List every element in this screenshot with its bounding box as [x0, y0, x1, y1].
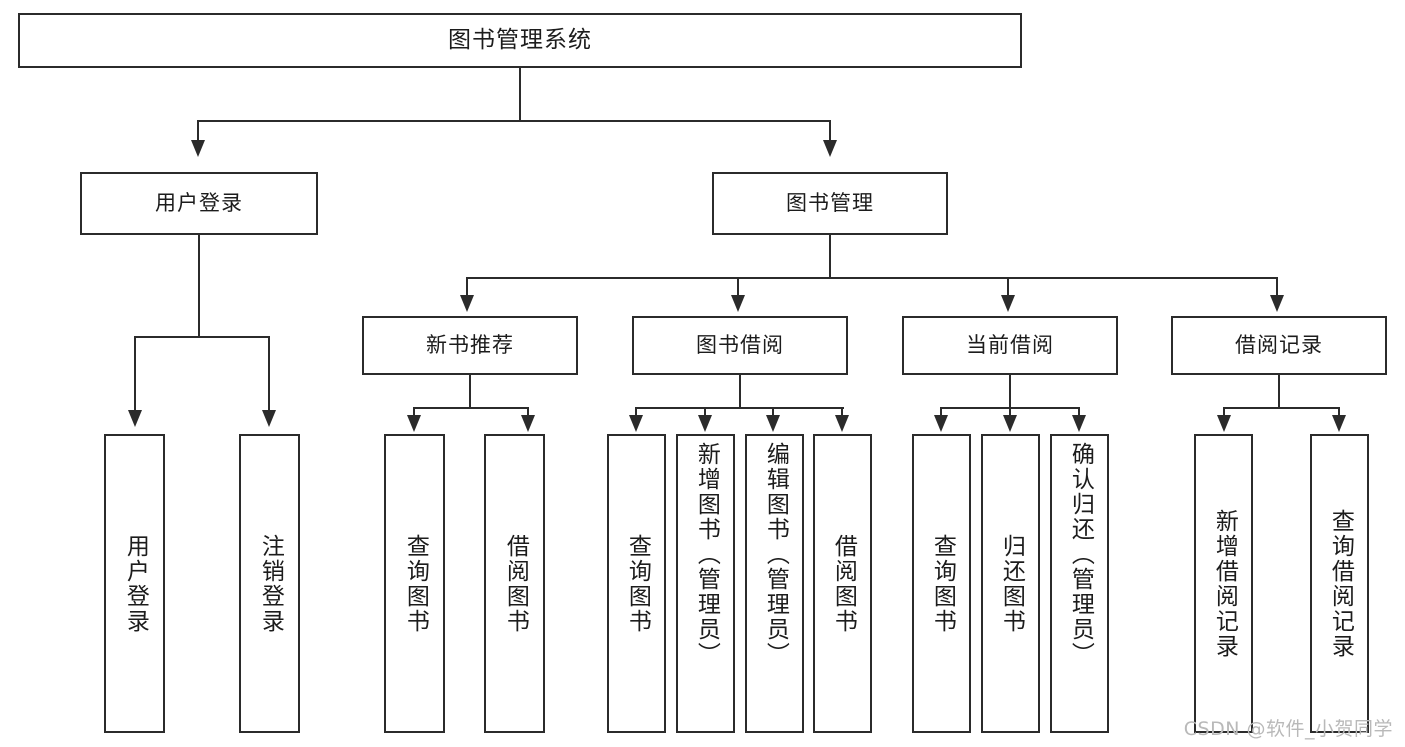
node-root-system[interactable]: 图书管理系统 — [18, 13, 1022, 68]
connector-records-drop-2 — [1338, 407, 1341, 417]
leaf-current-return-book[interactable]: 归还图书 — [981, 434, 1040, 733]
connector-borrow-bus — [635, 407, 844, 410]
node-label: 确认归还（管理员） — [1067, 442, 1094, 667]
leaf-current-confirm-return-admin[interactable]: 确认归还（管理员） — [1050, 434, 1109, 733]
connector-user-login-stem — [198, 235, 201, 337]
node-label: 当前借阅 — [966, 333, 1054, 358]
node-label: 图书管理系统 — [448, 26, 592, 53]
leaf-user-login-logout[interactable]: 注销登录 — [239, 434, 300, 733]
connector-borrow-stem — [739, 375, 742, 409]
arrowhead-to-records — [1270, 295, 1284, 312]
connector-root-drop-right — [829, 120, 832, 142]
connector-borrow-drop-4 — [841, 407, 844, 417]
node-label: 查询图书 — [402, 533, 429, 634]
node-label: 注销登录 — [257, 533, 284, 634]
connector-records-stem — [1278, 375, 1281, 409]
arrowhead-new-book-leaf-1 — [407, 415, 421, 432]
node-label: 查询图书 — [929, 533, 956, 634]
connector-book-manage-stem — [829, 235, 832, 278]
node-label: 用户登录 — [155, 191, 243, 216]
node-label: 新增图书（管理员） — [693, 442, 720, 667]
node-label: 图书借阅 — [696, 333, 784, 358]
connector-records-bus — [1223, 407, 1340, 410]
leaf-current-query-book[interactable]: 查询图书 — [912, 434, 971, 733]
connector-new-book-stem — [469, 375, 472, 409]
arrowhead-current-leaf-1 — [934, 415, 948, 432]
node-book-borrow[interactable]: 图书借阅 — [632, 316, 848, 375]
node-user-login[interactable]: 用户登录 — [80, 172, 318, 235]
node-borrow-records[interactable]: 借阅记录 — [1171, 316, 1387, 375]
arrowhead-borrow-leaf-4 — [835, 415, 849, 432]
leaf-user-login-login[interactable]: 用户登录 — [104, 434, 165, 733]
node-label: 查询图书 — [624, 533, 651, 634]
leaf-new-book-borrow[interactable]: 借阅图书 — [484, 434, 545, 733]
connector-new-book-bus — [413, 407, 529, 410]
node-label: 新书推荐 — [426, 333, 514, 358]
connector-current-stem — [1009, 375, 1012, 409]
leaf-new-book-query[interactable]: 查询图书 — [384, 434, 445, 733]
connector-root-stem — [519, 68, 522, 121]
arrowhead-borrow-leaf-1 — [629, 415, 643, 432]
node-label: 借阅记录 — [1235, 333, 1323, 358]
arrowhead-user-login-leaf-1 — [128, 410, 142, 427]
connector-new-book-drop-2 — [527, 407, 530, 417]
arrowhead-current-leaf-3 — [1072, 415, 1086, 432]
arrowhead-borrow-leaf-2 — [698, 415, 712, 432]
arrowhead-user-login-leaf-2 — [262, 410, 276, 427]
arrowhead-to-book-manage — [823, 140, 837, 157]
connector-new-book-drop-1 — [413, 407, 416, 417]
arrowhead-current-leaf-2 — [1003, 415, 1017, 432]
leaf-borrow-query-book[interactable]: 查询图书 — [607, 434, 666, 733]
connector-user-login-bus — [134, 336, 270, 339]
node-label: 新增借阅记录 — [1211, 508, 1238, 659]
connector-borrow-drop-3 — [772, 407, 775, 417]
node-current-borrow[interactable]: 当前借阅 — [902, 316, 1118, 375]
node-label: 查询借阅记录 — [1327, 508, 1354, 659]
node-label: 编辑图书（管理员） — [762, 442, 789, 667]
node-label: 用户登录 — [122, 533, 149, 634]
node-label: 借阅图书 — [502, 533, 529, 634]
connector-user-login-drop-1 — [134, 336, 137, 412]
connector-current-drop-3 — [1078, 407, 1081, 417]
connector-borrow-drop-2 — [704, 407, 707, 417]
arrowhead-to-current — [1001, 295, 1015, 312]
node-new-book-recommend[interactable]: 新书推荐 — [362, 316, 578, 375]
node-book-management[interactable]: 图书管理 — [712, 172, 948, 235]
arrowhead-new-book-leaf-2 — [521, 415, 535, 432]
arrowhead-to-borrow — [731, 295, 745, 312]
connector-user-login-drop-2 — [268, 336, 271, 412]
arrowhead-records-leaf-1 — [1217, 415, 1231, 432]
leaf-borrow-add-book-admin[interactable]: 新增图书（管理员） — [676, 434, 735, 733]
leaf-records-add-record[interactable]: 新增借阅记录 — [1194, 434, 1253, 733]
node-label: 图书管理 — [786, 191, 874, 216]
arrowhead-records-leaf-2 — [1332, 415, 1346, 432]
leaf-borrow-borrow-book[interactable]: 借阅图书 — [813, 434, 872, 733]
leaf-records-query-record[interactable]: 查询借阅记录 — [1310, 434, 1369, 733]
connector-root-drop-left — [197, 120, 200, 142]
connector-book-manage-drop-2 — [737, 277, 740, 297]
connector-book-manage-bus — [466, 277, 1278, 280]
leaf-borrow-edit-book-admin[interactable]: 编辑图书（管理员） — [745, 434, 804, 733]
connector-records-drop-1 — [1223, 407, 1226, 417]
arrowhead-to-user-login — [191, 140, 205, 157]
connector-root-bus — [197, 120, 831, 123]
connector-borrow-drop-1 — [635, 407, 638, 417]
node-label: 借阅图书 — [830, 533, 857, 634]
connector-current-drop-1 — [940, 407, 943, 417]
connector-book-manage-drop-1 — [466, 277, 469, 297]
arrowhead-to-new-book — [460, 295, 474, 312]
connector-book-manage-drop-4 — [1276, 277, 1279, 297]
node-label: 归还图书 — [998, 533, 1025, 634]
connector-book-manage-drop-3 — [1007, 277, 1010, 297]
arrowhead-borrow-leaf-3 — [766, 415, 780, 432]
connector-current-drop-2 — [1009, 407, 1012, 417]
